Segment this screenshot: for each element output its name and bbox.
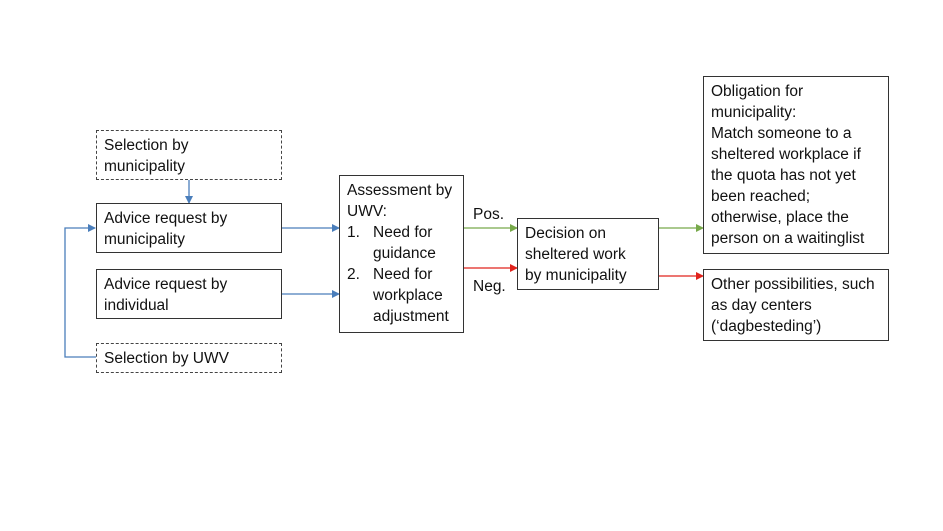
node-decision-on-sheltered-work: Decision on sheltered work by municipali… xyxy=(517,218,659,290)
node-text-line: individual xyxy=(104,297,169,314)
arrow-selection-uwv-loop xyxy=(64,224,96,358)
assessment-criterion-guidance: 1. Need for guidance xyxy=(347,222,455,264)
node-text-line: Advice request by xyxy=(104,210,228,227)
node-text-line: as day centers xyxy=(711,297,812,314)
node-text-line: Decision on xyxy=(525,225,606,242)
edge-label-negative: Neg. xyxy=(473,278,506,295)
node-text-line: Selection by xyxy=(104,137,189,154)
node-advice-request-by-individual: Advice request by individual xyxy=(96,269,282,319)
node-text-line: Obligation for xyxy=(711,83,804,100)
node-text-line: Other possibilities, such xyxy=(711,276,875,293)
node-text-line: municipality xyxy=(104,158,185,175)
node-text-line: municipality: xyxy=(711,104,797,121)
node-text-line: sheltered work xyxy=(525,246,626,263)
node-text-line: the quota has not yet xyxy=(711,167,856,184)
node-text-line: by municipality xyxy=(525,267,627,284)
node-text-line: Need for xyxy=(373,224,433,241)
node-text-line: Selection by UWV xyxy=(104,350,229,367)
node-text-line: municipality xyxy=(104,231,185,248)
node-text-line: (‘dagbesteding’) xyxy=(711,318,822,335)
node-text-line: Match someone to a xyxy=(711,125,852,142)
node-text-line: sheltered workplace if xyxy=(711,146,861,163)
node-text-line: adjustment xyxy=(373,308,449,325)
node-other-possibilities: Other possibilities, such as day centers… xyxy=(703,269,889,341)
node-text-line: been reached; xyxy=(711,188,811,205)
node-advice-request-by-municipality: Advice request by municipality xyxy=(96,203,282,253)
node-text-line: otherwise, place the xyxy=(711,209,849,226)
node-selection-by-municipality: Selection by municipality xyxy=(96,130,282,180)
list-number: 1. xyxy=(347,224,360,241)
node-text-line: workplace xyxy=(373,287,443,304)
node-text-line: Advice request by xyxy=(104,276,228,293)
node-assessment-by-uwv: Assessment by UWV: 1. Need for guidance … xyxy=(339,175,464,333)
assessment-criteria-list: 1. Need for guidance 2. Need for workpla… xyxy=(347,222,455,327)
node-text-line: guidance xyxy=(373,245,436,262)
node-text-line: Need for xyxy=(373,266,433,283)
node-obligation-for-municipality: Obligation for municipality: Match someo… xyxy=(703,76,889,254)
node-text-line: UWV: xyxy=(347,203,387,220)
edge-label-positive: Pos. xyxy=(473,206,505,223)
node-selection-by-uwv: Selection by UWV xyxy=(96,343,282,373)
node-text-line: person on a waitinglist xyxy=(711,230,865,247)
list-number: 2. xyxy=(347,266,360,283)
assessment-criterion-workplace-adjustment: 2. Need for workplace adjustment xyxy=(347,264,455,327)
node-text-line: Assessment by xyxy=(347,182,453,199)
